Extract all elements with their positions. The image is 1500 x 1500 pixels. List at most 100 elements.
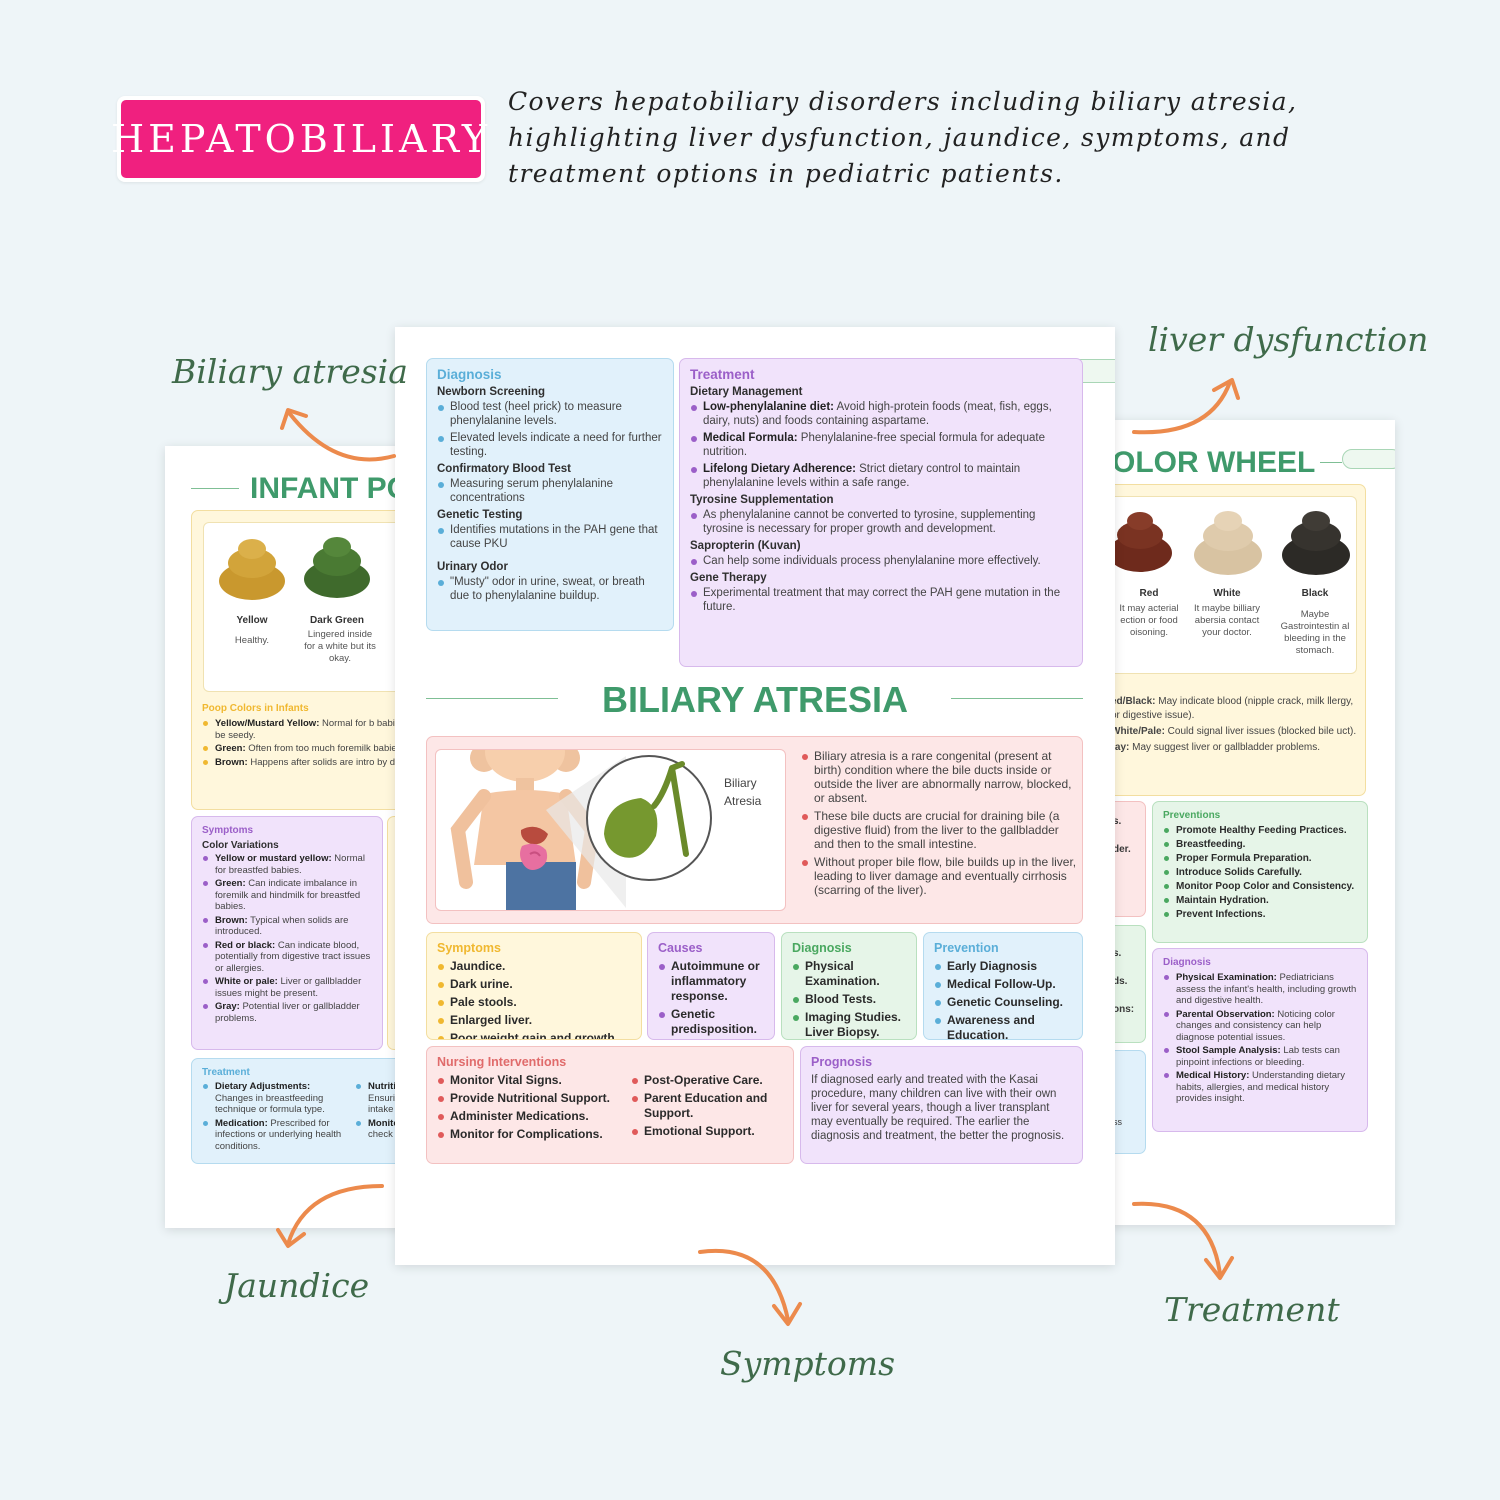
list-item: Monitor for Complications. <box>437 1127 627 1142</box>
list-item: Red or black: Can indicate blood, potent… <box>202 940 372 975</box>
list-item: Blood test (heel prick) to measure pheny… <box>437 400 663 428</box>
color-wheel-panel <box>1108 496 1357 674</box>
diagnosis-heading: Diagnosis <box>1163 957 1211 968</box>
callout-symptoms: Symptoms <box>720 1344 896 1383</box>
preventions-box: Preventions Promote Healthy Feeding Prac… <box>1152 801 1368 943</box>
list-item: Physical Examination: Pediatricians asse… <box>1163 972 1357 1007</box>
list-item: Maintain Hydration. <box>1163 895 1357 907</box>
poop-icons <box>1108 511 1350 575</box>
list-item: Jaundice. <box>437 959 631 974</box>
list-item: Autoimmune or inflammatory response. <box>658 959 764 1004</box>
topic-badge-label: HEPATOBILIARY <box>111 100 487 178</box>
overview-point: Without proper bile flow, bile builds up… <box>801 855 1077 897</box>
list-item: Green: Often from too much foremilk babi… <box>202 743 405 755</box>
list-item: Monito check and ad <box>355 1118 405 1141</box>
topic-badge: HEPATOBILIARY <box>111 96 487 182</box>
list-item: Poor weight gain and growth. <box>437 1031 631 1039</box>
black-poop-icon <box>1282 511 1350 575</box>
yellow-poop-icon <box>219 539 285 600</box>
arrow-icon-biliary-atresia <box>280 408 396 462</box>
list-item: Administer Medications. <box>437 1109 627 1124</box>
arrow-icon-jaundice <box>276 1184 384 1248</box>
list-item: Gray: Potential liver or gallbladder pro… <box>202 1001 372 1024</box>
color-note: ed/Black: May indicate blood (nipple cra… <box>1111 696 1354 721</box>
prevention-box: Prevention Early Diagnosis Medical Follo… <box>923 932 1083 1040</box>
list-item: Pale stools. <box>437 995 631 1010</box>
list-item: Elevated levels indicate a need for furt… <box>437 431 663 459</box>
list-item: Brown: Happens after solids are intro by… <box>202 757 405 769</box>
illustration-label: Biliary Atresia <box>724 776 762 808</box>
right-sheet: OLOR WHEEL <box>1108 420 1395 1225</box>
list-item: Breastfeeding. <box>1163 839 1357 851</box>
list-item: Provide Nutritional Support. <box>437 1091 627 1106</box>
callout-liver-dysfunction: liver dysfunction <box>1148 320 1429 359</box>
symptoms-heading: Symptoms <box>437 941 501 955</box>
list-item: Genetic Counseling. <box>934 995 1072 1010</box>
list-item: Post-Operative Care. <box>631 1073 791 1088</box>
right-diagnosis-box: Diagnosis Physical Examination: Pediatri… <box>1152 948 1368 1132</box>
intro-text: Covers hepatobiliary disorders including… <box>508 87 1298 188</box>
overview-point: These bile ducts are crucial for drainin… <box>801 809 1077 851</box>
list-item: Low-phenylalanine diet: Avoid high-prote… <box>690 400 1072 428</box>
list-item: Green: Can indicate imbalance in foremil… <box>202 878 372 913</box>
causes-heading: Causes <box>658 941 703 955</box>
color-note: White/Pale: Could signal liver issues (b… <box>1111 726 1357 737</box>
poop-label-black: Black <box>1301 588 1329 599</box>
subheading: Newborn Screening <box>437 386 545 398</box>
poop-desc-yellow: Healthy. <box>234 635 270 646</box>
poop-desc-red: It may acterial ection or food oisoning. <box>1119 603 1179 638</box>
list-item: Awareness and Education. <box>934 1013 1072 1039</box>
clipped-text: der. <box>1113 844 1131 855</box>
list-item: Medication: Prescribed for infections or… <box>202 1118 347 1153</box>
prognosis-text: If diagnosed early and treated with the … <box>811 1074 1065 1142</box>
list-item: Blood Tests. <box>792 992 906 1007</box>
subheading: Urinary Odor <box>437 561 508 573</box>
poop-chart-box: Yellow Healthy. Dark Green Lingered insi… <box>191 510 405 810</box>
title-tab <box>1342 449 1395 469</box>
clipped-text: ons: <box>1113 1004 1135 1015</box>
list-item: Medical Follow-Up. <box>934 977 1072 992</box>
list-item: Monitor Poop Color and Consistency. <box>1163 881 1357 893</box>
list-item: Stool Sample Analysis: Lab tests can pin… <box>1163 1045 1357 1068</box>
poop-label-dark-green: Dark Green <box>310 615 364 626</box>
subheading: Tyrosine Supplementation <box>690 494 834 506</box>
prevention-heading: Prevention <box>934 941 999 955</box>
left-sheet: INFANT PO Yellow Healthy. Dark Green Lin… <box>165 446 405 1228</box>
list-item: Prevent Infections. <box>1163 909 1357 921</box>
list-item: Emotional Support. <box>631 1124 791 1139</box>
list-item: "Musty" odor in urine, sweat, or breath … <box>437 575 663 603</box>
list-item: Monitor Vital Signs. <box>437 1073 627 1088</box>
left-sheet-title: INFANT PO <box>250 472 405 505</box>
symptoms-box: Symptoms Jaundice. Dark urine. Pale stoo… <box>426 932 642 1040</box>
list-item: Dark urine. <box>437 977 631 992</box>
list-item: Imaging Studies. Liver Biopsy. <box>792 1010 906 1039</box>
list-item: Experimental treatment that may correct … <box>690 586 1072 614</box>
title-rule-right <box>951 698 1083 699</box>
treatment-heading: Treatment <box>202 1067 250 1078</box>
list-item: White or pale: Liver or gallbladder issu… <box>202 976 372 999</box>
poop-label-yellow: Yellow <box>236 615 268 626</box>
preventions-heading: Preventions <box>1163 810 1221 821</box>
list-item: Enlarged liver. <box>437 1013 631 1028</box>
list-item: Parent Education and Support. <box>631 1091 791 1121</box>
left-treatment-box: Treatment Dietary Adjustments: Changes i… <box>191 1058 405 1164</box>
list-item: Physical Examination. <box>792 959 906 989</box>
clipped-text: s. <box>1113 948 1122 959</box>
diagnosis-box: Diagnosis Newborn Screening Blood test (… <box>426 358 674 631</box>
arrow-icon-symptoms <box>698 1248 802 1326</box>
poop-label-white: White <box>1213 588 1241 599</box>
prognosis-box: Prognosis If diagnosed early and treated… <box>800 1046 1083 1164</box>
diagnosis-heading: Diagnosis <box>437 367 502 382</box>
causes-box: Causes Autoimmune or inflammatory respon… <box>647 932 775 1040</box>
list-item: Promote Healthy Feeding Practices. <box>1163 825 1357 837</box>
poop-colors-heading: Poop Colors in Infants <box>202 703 309 714</box>
title-rule <box>1320 462 1342 463</box>
list-item: Can help some individuals process phenyl… <box>690 554 1072 568</box>
treatment-heading: Treatment <box>690 367 755 382</box>
diagnosis-heading: Diagnosis <box>792 941 852 955</box>
color-wheel-box: Red It may acterial ection or food oison… <box>1108 484 1366 796</box>
list-item: As phenylalanine cannot be converted to … <box>690 508 1072 536</box>
list-item: Lifelong Dietary Adherence: Strict dieta… <box>690 462 1072 490</box>
left-symptoms-box: Symptoms Color Variations Yellow or must… <box>191 816 383 1050</box>
dark-green-poop-icon <box>304 537 370 598</box>
